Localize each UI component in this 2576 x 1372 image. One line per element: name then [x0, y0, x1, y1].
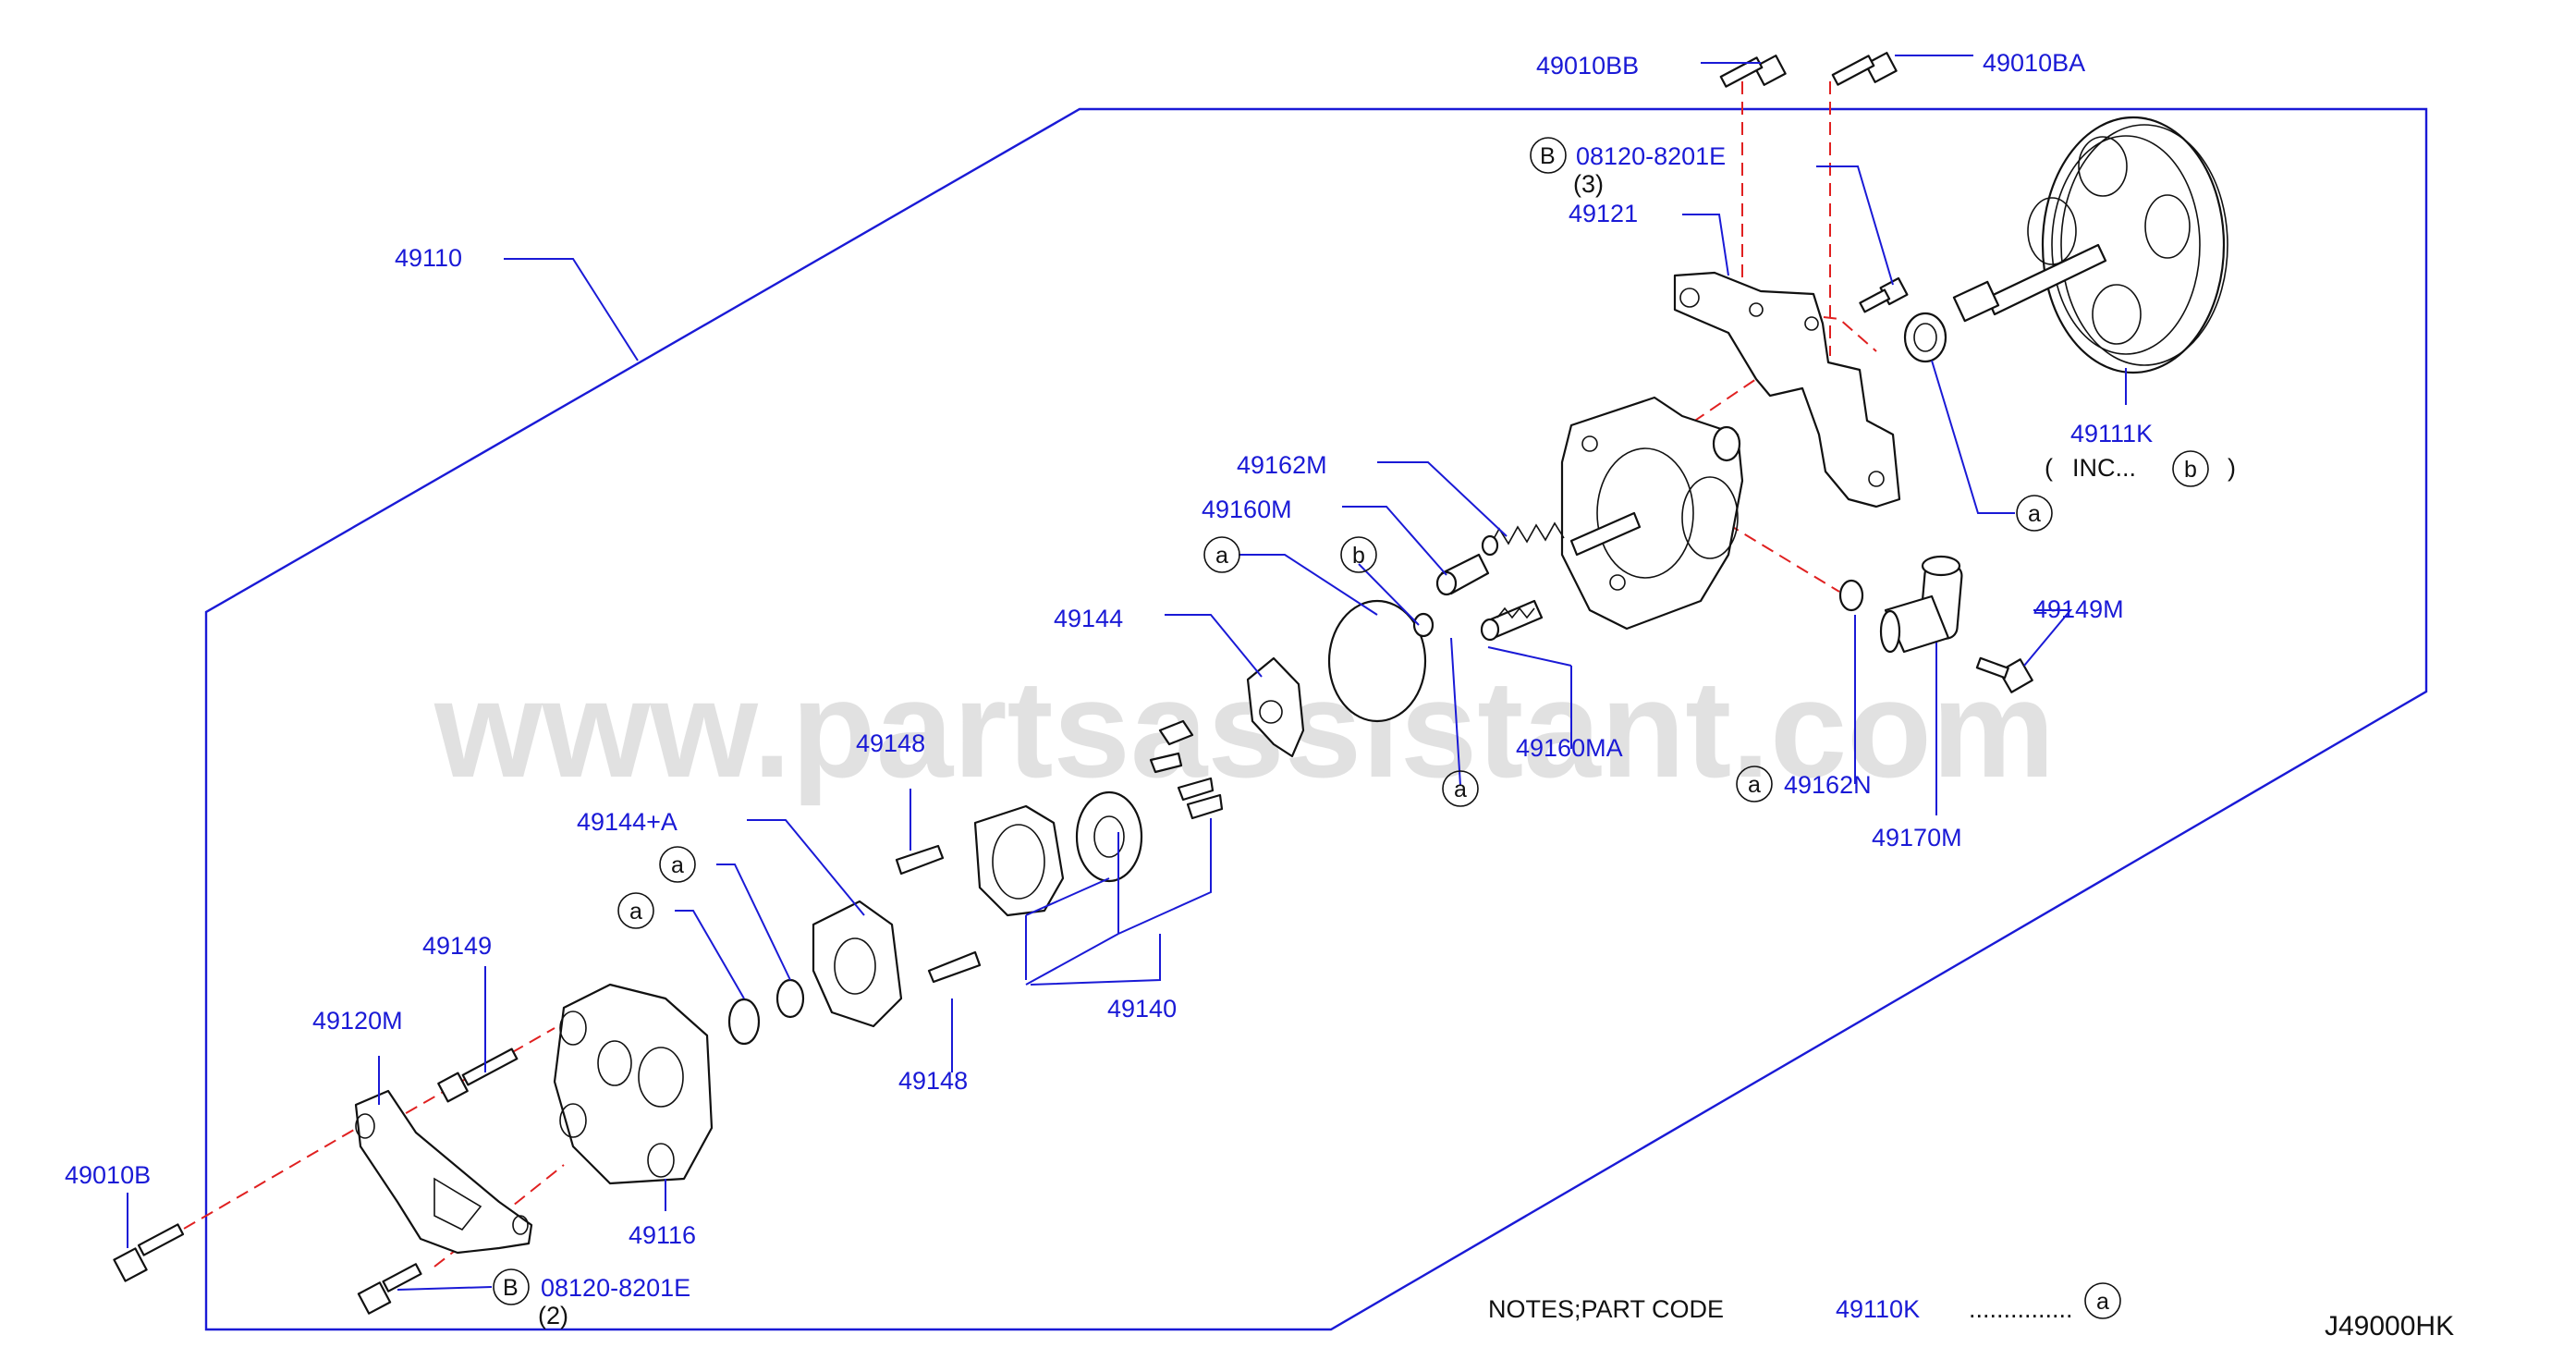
notes-block: NOTES;PART CODE 49110K ............... — [1488, 1295, 2073, 1323]
label-49144A[interactable]: 49144+A — [577, 808, 678, 836]
svg-text:a: a — [629, 899, 642, 925]
part-labels: 49010BB 49010BA 08120-8201E (3) 49121 49… — [65, 49, 2236, 1329]
label-49149[interactable]: 49149 — [422, 932, 492, 960]
notes-part-code[interactable]: 49110K — [1836, 1295, 1920, 1323]
svg-text:a: a — [1215, 543, 1228, 569]
bolt-49149[interactable] — [437, 1047, 519, 1103]
bolt-08120-8201E-bottom[interactable] — [357, 1263, 422, 1315]
svg-text:a: a — [2028, 501, 2041, 527]
label-49010BA[interactable]: 49010BA — [1983, 49, 2085, 77]
pump-body-49110[interactable] — [1560, 396, 1744, 631]
ref-marker-a-left: a — [617, 892, 654, 929]
label-49162M[interactable]: 49162M — [1237, 451, 1327, 479]
svg-text:a: a — [2096, 1289, 2109, 1315]
o-ring-large[interactable] — [1327, 599, 1427, 723]
diagram-code: J49000HK — [2325, 1311, 2454, 1341]
label-49160M[interactable]: 49160M — [1202, 496, 1292, 523]
o-ring-small[interactable] — [1412, 612, 1435, 638]
label-49116[interactable]: 49116 — [629, 1221, 696, 1249]
qty-08120-8201E-bottom: (2) — [538, 1302, 568, 1329]
svg-text:a: a — [1454, 777, 1467, 802]
ref-marker-a-seal: a — [2016, 495, 2053, 532]
notes-prefix: NOTES;PART CODE — [1488, 1295, 1724, 1323]
svg-text:b: b — [2184, 457, 2197, 483]
valve-49160M[interactable] — [1435, 553, 1490, 596]
cartridge-49140[interactable] — [973, 719, 1224, 917]
bolt-49010B[interactable] — [113, 1223, 185, 1282]
bracket-49121[interactable] — [1673, 271, 1901, 508]
oil-seal[interactable] — [1903, 312, 1947, 363]
side-plate-49144[interactable] — [1246, 656, 1305, 758]
label-49140[interactable]: 49140 — [1107, 995, 1177, 1023]
label-49010B[interactable]: 49010B — [65, 1161, 151, 1189]
svg-text:a: a — [1748, 772, 1761, 798]
label-49148-bottom[interactable]: 49148 — [898, 1067, 968, 1095]
ref-marker-a-49162N: a — [1736, 766, 1773, 802]
assembly-frame-49110 — [204, 107, 2428, 1331]
spring-49162M[interactable] — [1481, 521, 1565, 557]
o-ring-49144A[interactable] — [775, 978, 805, 1019]
bracket-49120M[interactable] — [354, 1089, 533, 1255]
label-49010BB[interactable]: 49010BB — [1536, 52, 1639, 80]
ref-marker-a-49144A: a — [659, 846, 696, 883]
label-49121[interactable]: 49121 — [1569, 200, 1638, 227]
ref-marker-B-bottom: B — [493, 1268, 530, 1305]
svg-text:b: b — [1352, 543, 1365, 569]
bolt-49149M[interactable] — [1975, 656, 2033, 693]
label-49110[interactable]: 49110 — [395, 244, 462, 272]
svg-text:a: a — [671, 852, 684, 878]
reference-markers: B b a a b a a a — [493, 137, 2209, 1319]
pin-49148-bottom[interactable] — [927, 950, 982, 984]
notes-dots: ............... — [1969, 1295, 2073, 1323]
qty-08120-8201E-top: (3) — [1573, 170, 1604, 198]
ref-marker-a-valve: a — [1442, 770, 1479, 807]
label-49120M[interactable]: 49120M — [312, 1007, 403, 1035]
label-49160MA[interactable]: 49160MA — [1516, 734, 1623, 762]
o-ring-left[interactable] — [727, 998, 761, 1046]
label-08120-8201E-top[interactable]: 08120-8201E — [1576, 142, 1726, 170]
note-49111K-close: ) — [2228, 454, 2236, 482]
leader-lines — [127, 55, 2127, 1291]
bolt-08120-8201E-top[interactable] — [1859, 276, 1909, 313]
pin-49148-top[interactable] — [895, 844, 945, 876]
label-49144[interactable]: 49144 — [1054, 605, 1123, 632]
label-49148-top[interactable]: 49148 — [856, 729, 925, 757]
label-08120-8201E-bottom[interactable]: 08120-8201E — [541, 1274, 690, 1302]
label-49111K[interactable]: 49111K — [2070, 420, 2153, 447]
bolt-49010BA[interactable] — [1831, 52, 1898, 86]
pulley-49111K[interactable] — [1952, 116, 2228, 374]
side-plate-49144A[interactable] — [812, 900, 903, 1028]
note-49111K-inc: INC... — [2072, 454, 2136, 482]
label-49170M[interactable]: 49170M — [1872, 824, 1962, 851]
o-ring-49162N[interactable] — [1838, 579, 1864, 612]
ref-marker-a-oring: a — [1203, 536, 1240, 573]
watermark-text: www.partsassistant.com — [433, 651, 2055, 806]
svg-text:B: B — [503, 1275, 519, 1301]
ref-marker-b-oring: b — [1340, 536, 1377, 573]
valve-49160MA[interactable] — [1480, 599, 1544, 642]
ref-marker-b-pulley: b — [2172, 450, 2209, 487]
svg-text:B: B — [1540, 143, 1556, 169]
label-49149M[interactable]: 49149M — [2033, 595, 2124, 623]
connector-49170M[interactable] — [1879, 555, 1963, 654]
bolt-49010BB[interactable] — [1719, 55, 1787, 88]
front-cover-49116[interactable] — [553, 983, 714, 1185]
ref-marker-B-top: B — [1530, 137, 1567, 174]
note-49111K-open: ( — [2045, 454, 2053, 482]
label-49162N[interactable]: 49162N — [1784, 771, 1872, 799]
notes-marker-a: a — [2084, 1282, 2121, 1319]
